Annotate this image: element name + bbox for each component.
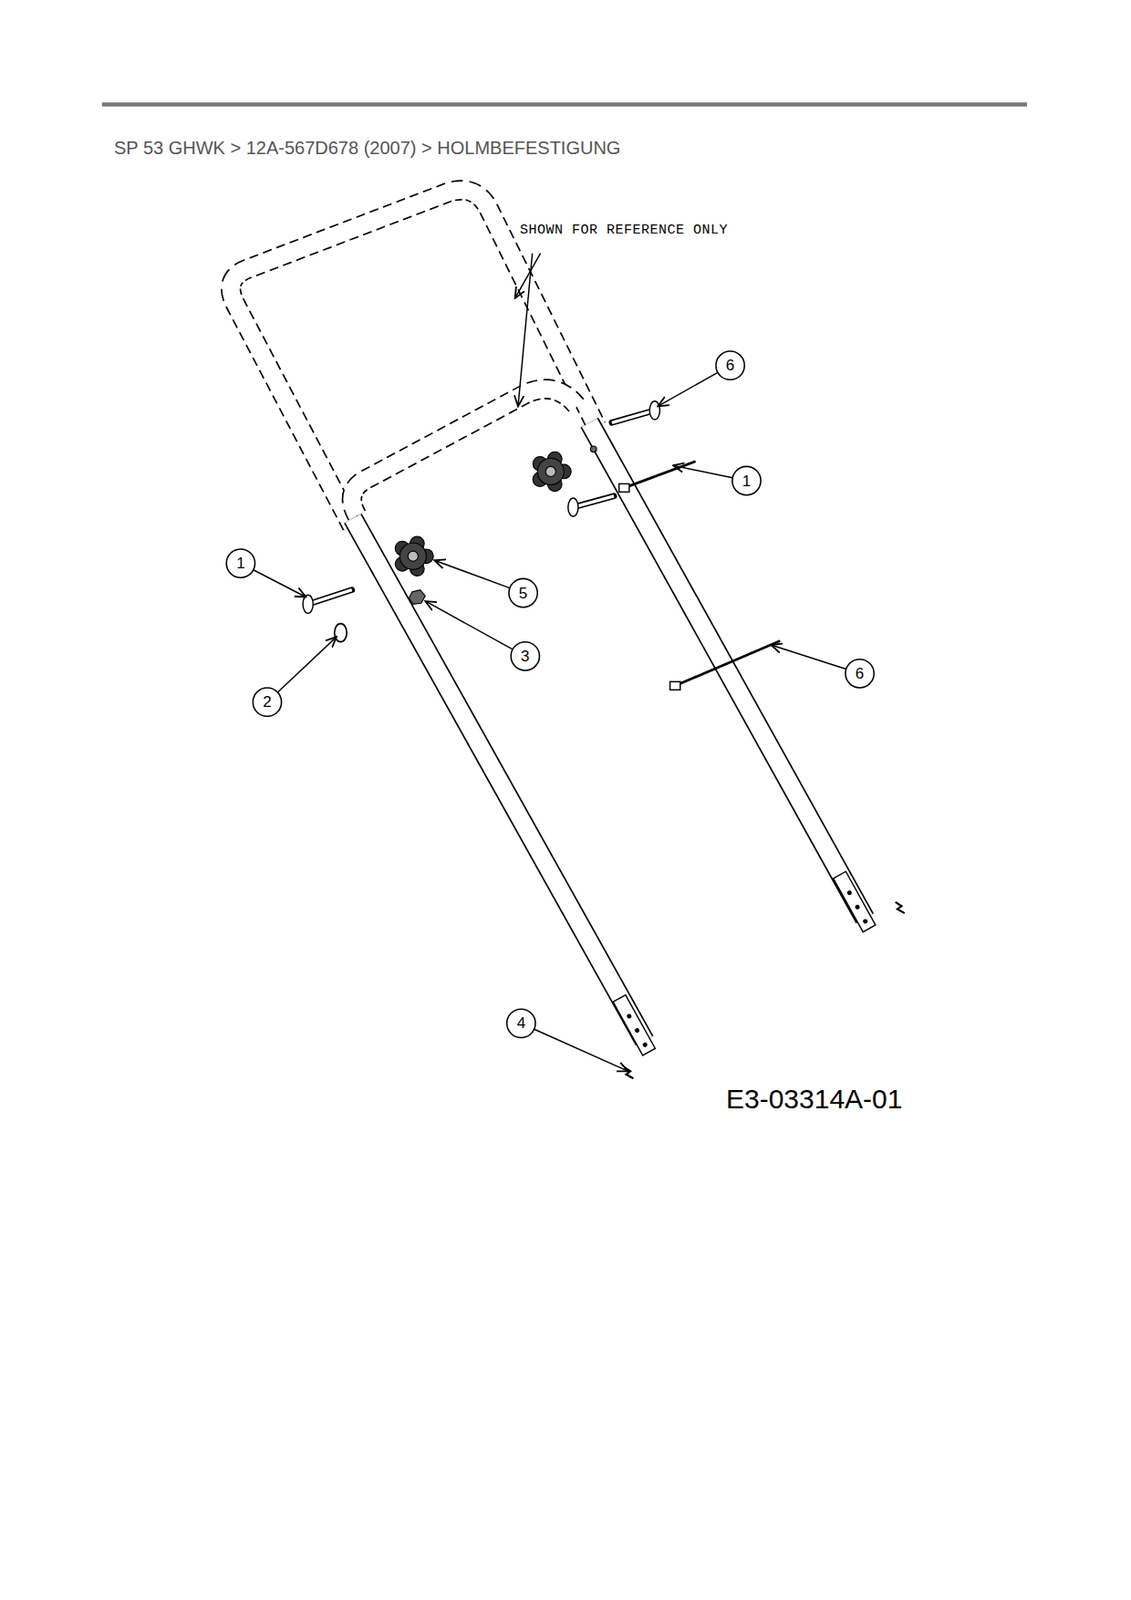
knob-left <box>394 536 434 576</box>
tube-end <box>833 871 876 932</box>
nut-right <box>590 446 597 453</box>
leader-line <box>253 570 307 598</box>
hole <box>642 1041 649 1048</box>
callout-circle <box>507 1008 536 1038</box>
knob-right <box>532 451 571 491</box>
callout-number: 2 <box>262 694 271 710</box>
hole <box>854 903 862 911</box>
reference-leader <box>518 253 533 407</box>
lower-handle-right <box>589 422 865 918</box>
callout-number: 3 <box>520 647 530 664</box>
bolt-left-head <box>302 594 313 613</box>
left-tube-end <box>612 995 655 1056</box>
cable-tie-upper-head <box>619 483 630 492</box>
callout-number: 6 <box>726 357 735 374</box>
hole <box>846 889 853 896</box>
bolt-left <box>308 590 353 605</box>
hole <box>633 1027 641 1034</box>
cable-tie-lower-head <box>670 681 681 690</box>
hole <box>625 1013 633 1020</box>
clip-left <box>623 1067 633 1079</box>
knob-body <box>399 542 426 570</box>
reference-leader <box>515 253 541 299</box>
cable-tie-lower <box>674 641 780 686</box>
callout-number: 5 <box>518 584 528 601</box>
callout-circle <box>510 642 540 671</box>
tube-end <box>612 995 655 1056</box>
upper-crossbar-inner <box>352 389 578 517</box>
knob-hub <box>545 466 556 477</box>
callout-circle <box>715 351 745 380</box>
upper-handle-inner <box>230 189 597 526</box>
leader-line <box>277 636 337 693</box>
washer <box>334 623 347 643</box>
callout-number: 1 <box>742 472 751 488</box>
bolt-left-inner <box>308 590 353 605</box>
leader-line <box>657 372 718 406</box>
drawing-number: E3-03314A-01 <box>726 1083 903 1115</box>
nut <box>408 590 426 605</box>
callout-circle <box>732 466 761 495</box>
upper-handle <box>230 189 597 526</box>
knob-body <box>537 457 564 485</box>
callout-number: 1 <box>236 555 245 571</box>
header-rule <box>102 102 1028 106</box>
bolt-right <box>612 410 655 423</box>
leader-line <box>434 560 510 588</box>
right-tube-end <box>833 871 876 932</box>
knob-hub <box>407 550 418 561</box>
leader-line <box>425 601 513 650</box>
clip-right <box>895 902 905 914</box>
leader-line <box>673 465 733 478</box>
bolt-right-lower-head <box>568 498 579 517</box>
hole <box>861 918 869 925</box>
leader-line <box>534 1028 629 1071</box>
lower-handle-left-inner <box>352 518 645 1040</box>
callout-circle <box>508 578 538 607</box>
lower-handle-right-inner <box>589 422 865 918</box>
bolt-right-head <box>649 401 660 420</box>
bolt-right-lower-inner <box>572 496 614 508</box>
callout-circle <box>226 549 255 578</box>
breadcrumb-title: SP 53 GHWK > 12A-567D678 (2007) > HOLMBE… <box>114 137 621 159</box>
cable-tie-upper <box>623 461 696 488</box>
lower-handle-left <box>352 518 645 1040</box>
bolt-right-lower <box>572 496 614 508</box>
reference-note: SHOWN FOR REFERENCE ONLY <box>519 222 728 239</box>
bolt-right-inner <box>612 410 655 423</box>
callout-number: 6 <box>855 664 864 681</box>
leader-line <box>770 644 846 670</box>
callout-circle <box>845 659 874 688</box>
callout-circle <box>252 687 281 716</box>
upper-crossbar <box>352 389 578 517</box>
callout-number: 4 <box>517 1015 526 1031</box>
